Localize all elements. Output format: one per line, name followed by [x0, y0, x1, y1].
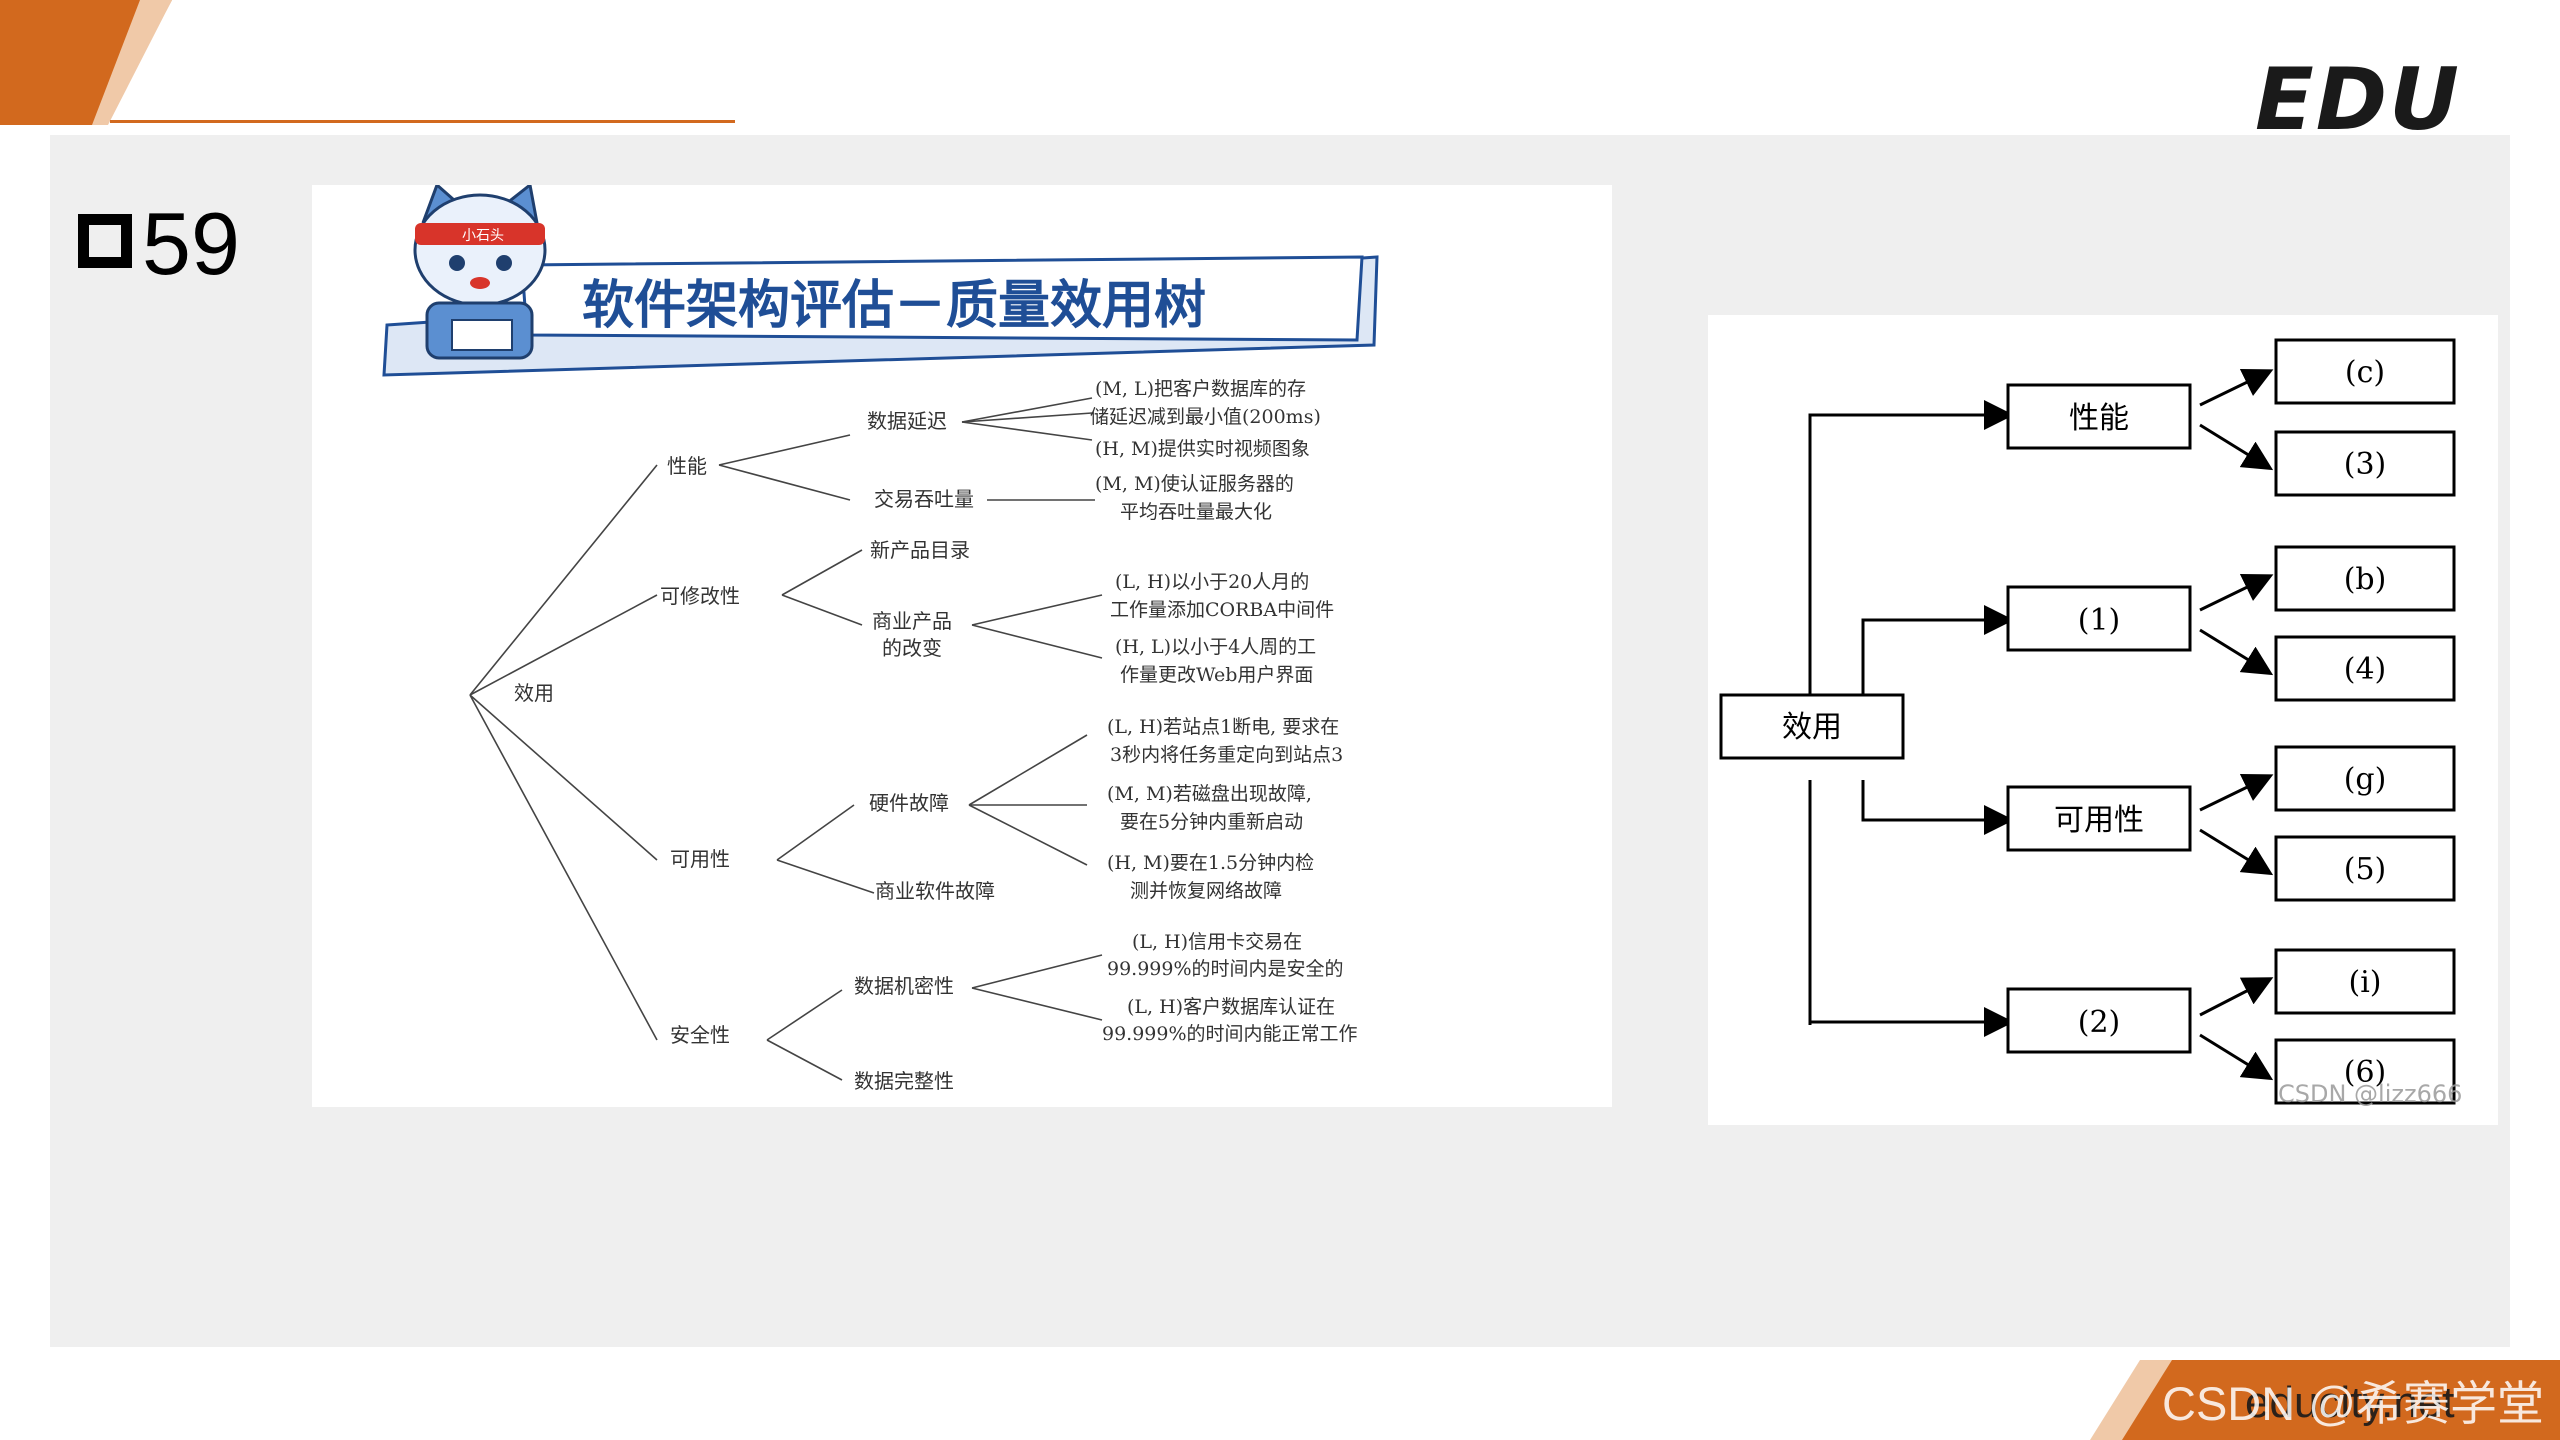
- leaf-10b: 99.999%的时间内能正常工作: [1102, 1023, 1358, 1045]
- leaf-10a: (L, H)客户数据库认证在: [1127, 996, 1335, 1018]
- figure-watermark: CSDN @lizz666: [2278, 1080, 2462, 1108]
- sub-data-confidentiality: 数据机密性: [854, 974, 954, 998]
- category-modifiability: 可修改性: [660, 584, 740, 608]
- quiz-leaf-box-1: [2274, 338, 2456, 405]
- quiz-tree-lines: [1808, 368, 2274, 1081]
- quiz-root-box: [1719, 693, 1905, 760]
- leaf-9b: 99.999%的时间内是安全的: [1107, 958, 1344, 980]
- leaf-7b: 要在5分钟内重新启动: [1120, 811, 1303, 833]
- footer-site: educity.net: [2245, 1378, 2455, 1427]
- quiz-leaf-8: (6): [2344, 1055, 2387, 1090]
- sub-commercial-change-2: 的改变: [882, 636, 942, 660]
- quiz-node-box-2: [2006, 585, 2192, 652]
- checkbox-square-icon: [78, 214, 132, 268]
- quiz-leaf-box-3: [2274, 545, 2456, 612]
- quiz-root-label: 效用: [1782, 710, 1842, 745]
- corner-decoration: [0, 0, 172, 125]
- quiz-node-box-4: [2006, 987, 2192, 1054]
- sub-hardware-failure: 硬件故障: [869, 791, 949, 815]
- mascot-cat-icon: 小石头: [413, 182, 547, 360]
- leaf-4b: 工作量添加CORBA中间件: [1110, 599, 1334, 621]
- quiz-leaf-3: (b): [2344, 562, 2387, 597]
- quiz-leaf-box-4: [2274, 635, 2456, 702]
- question-number: 59: [142, 194, 240, 293]
- quiz-leaf-5: (g): [2344, 762, 2387, 797]
- quiz-node-3: 可用性: [2054, 803, 2144, 838]
- footer-corner-decoration: [2090, 1360, 2560, 1440]
- quiz-leaf-1: (c): [2345, 355, 2385, 390]
- quiz-node-box-1: [2006, 383, 2192, 450]
- category-availability: 可用性: [670, 847, 730, 871]
- tree-root-label: 效用: [514, 681, 554, 705]
- quiz-leaf-box-7: [2274, 948, 2456, 1015]
- quiz-node-box-3: [2006, 785, 2192, 852]
- quiz-node-2: (1): [2078, 603, 2121, 638]
- tree-lines: [469, 397, 1103, 1081]
- question-label: 59: [78, 200, 240, 288]
- edu-logo: EDU: [2255, 50, 2461, 150]
- leaf-4a: (L, H)以小于20人月的: [1115, 571, 1309, 593]
- leaf-8a: (H, M)要在1.5分钟内检: [1107, 852, 1314, 874]
- sub-commercial-change-1: 商业产品: [872, 609, 952, 633]
- quiz-leaf-box-6: [2274, 835, 2456, 902]
- leaf-5b: 作量更改Web用户界面: [1120, 664, 1313, 686]
- leaf-3a: (M, M)使认证服务器的: [1095, 473, 1294, 495]
- sub-throughput: 交易吞吐量: [874, 487, 974, 511]
- quiz-leaf-4: (4): [2344, 652, 2387, 687]
- leaf-5a: (H, L)以小于4人周的工: [1115, 636, 1316, 658]
- quiz-leaf-box-2: [2274, 430, 2456, 497]
- header-underline: [110, 120, 735, 123]
- quiz-leaf-7: (i): [2348, 965, 2381, 1000]
- leaf-6a: (L, H)若站点1断电, 要求在: [1107, 716, 1339, 738]
- quiz-node-4: (2): [2078, 1005, 2121, 1040]
- figure-title: 软件架构评估－质量效用树: [582, 276, 1206, 336]
- leaf-8b: 测并恢复网络故障: [1130, 880, 1282, 902]
- leaf-1b: 储延迟减到最小值(200ms): [1090, 406, 1321, 428]
- sub-software-failure: 商业软件故障: [875, 879, 995, 903]
- mascot-headband-text: 小石头: [462, 228, 504, 244]
- footer-watermark: CSDN @希赛学堂: [2162, 1377, 2544, 1430]
- quiz-tree-figure: 效用 性能 (1) 可用性 (2) (c) (3) (b) (4) (g) (5…: [1708, 315, 2498, 1125]
- quiz-leaf-6: (5): [2344, 852, 2387, 887]
- quiz-leaf-box-8: [2274, 1038, 2456, 1105]
- leaf-6b: 3秒内将任务重定向到站点3: [1110, 744, 1343, 766]
- leaf-3b: 平均吞吐量最大化: [1120, 501, 1272, 523]
- leaf-7a: (M, M)若磁盘出现故障,: [1107, 783, 1312, 805]
- quiz-node-1: 性能: [2069, 401, 2129, 436]
- sub-new-catalog: 新产品目录: [870, 538, 970, 562]
- sub-data-integrity: 数据完整性: [854, 1069, 954, 1093]
- sub-data-latency: 数据延迟: [867, 409, 947, 433]
- category-security: 安全性: [670, 1023, 730, 1047]
- utility-tree-figure: 软件架构评估－质量效用树 小石头: [312, 182, 1612, 1107]
- utility-tree-svg: 软件架构评估－质量效用树 小石头: [382, 182, 1379, 1093]
- category-performance: 性能: [667, 454, 707, 478]
- quiz-leaf-box-5: [2274, 745, 2456, 812]
- quiz-tree-svg: 效用 性能 (1) 可用性 (2) (c) (3) (b) (4) (g) (5…: [1719, 338, 2462, 1108]
- leaf-2: (H, M)提供实时视频图象: [1095, 438, 1310, 460]
- quiz-leaf-2: (3): [2344, 447, 2387, 482]
- leaf-1a: (M, L)把客户数据库的存: [1095, 378, 1306, 400]
- leaf-9a: (L, H)信用卡交易在: [1132, 931, 1302, 953]
